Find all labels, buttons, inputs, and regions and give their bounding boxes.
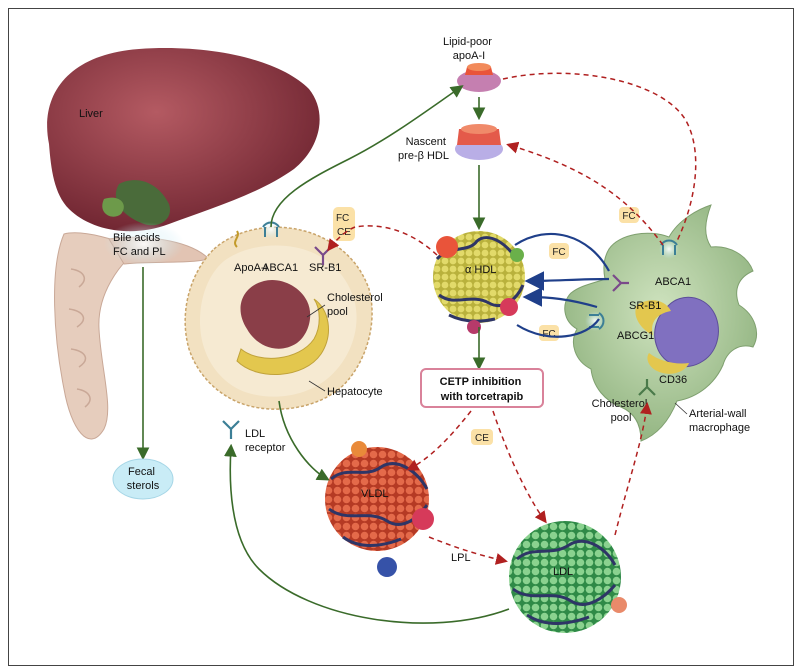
arrow-hepatocyte-to-vldl: [278, 400, 330, 481]
apoa1-squiggle-icon: [234, 230, 239, 248]
arrow-ldl-to-receptor: [224, 443, 510, 624]
label-abca1-mac: ABCA1: [655, 276, 691, 288]
label-vldl: VLDL: [361, 488, 389, 500]
label-fc-top: FC: [622, 211, 635, 222]
gallbladder: [115, 180, 170, 226]
label-macrophage: Arterial-wall macrophage: [689, 408, 750, 434]
hepatocyte: [184, 226, 373, 410]
label-srb1-hep: SR-B1: [309, 262, 341, 274]
label-fecal: Fecal sterols: [127, 466, 160, 492]
cholesterol-transport-diagram: Bile acids FC and PL Liver Fecal sterols…: [47, 36, 757, 633]
arrow-cetp-to-ldl: [492, 410, 547, 524]
label-liver: Liver: [79, 108, 103, 120]
fc-tag-top: [619, 207, 639, 223]
arrow-abca1-to-apoa1: [270, 85, 464, 228]
label-lpl: LPL: [451, 552, 471, 564]
label-srb1-mac: SR-B1: [629, 300, 661, 312]
fc-tag-mid1: [549, 243, 569, 259]
fecal-sterols-bubble: [112, 458, 174, 500]
alpha-hdl-particle: [433, 231, 525, 334]
nascent-pre-beta-hdl: [455, 124, 503, 160]
vldl-particle: [325, 441, 434, 577]
diagram-frame: Bile acids FC and PL Liver Fecal sterols…: [8, 8, 794, 666]
label-hepatocyte: Hepatocyte: [327, 386, 383, 398]
lipid-poor-apoa1-particle: [457, 63, 501, 92]
label-ce: CE: [475, 433, 489, 444]
label-fc-mid2: FC: [542, 329, 555, 340]
hepatocyte-cholesterol-pool: [236, 298, 329, 376]
arterial-wall-macrophage: [564, 204, 757, 442]
arrow-apoa1-to-macrophage: [502, 72, 697, 242]
srb1-mac-receptor-icon: [612, 274, 629, 292]
label-fc-ce: FC CE: [336, 213, 352, 238]
ldl-receptor-icon: [222, 420, 240, 439]
ldl-particle: [509, 521, 627, 633]
arrow-ldl-to-cd36: [614, 402, 652, 536]
label-abca1-hep: ABCA1: [262, 262, 298, 274]
label-cd36: CD36: [659, 374, 687, 386]
label-nascent: Nascent pre-β HDL: [398, 136, 449, 162]
label-cetp: CETP inhibition with torcetrapib: [440, 376, 525, 403]
label-alpha-hdl: α HDL: [465, 264, 496, 276]
label-ldl-receptor: LDL receptor: [245, 428, 286, 454]
label-fc-mid1: FC: [552, 247, 565, 258]
label-apoa1: ApoA-I: [234, 262, 268, 274]
label-chol-pool-mac: Cholesterol pool: [592, 398, 651, 424]
bile-glow: [104, 222, 184, 266]
cd36-receptor-icon: [638, 379, 656, 396]
hepatocyte-nucleus: [240, 279, 311, 349]
arrow-cetp-to-vldl: [406, 410, 472, 471]
label-lipid-poor: Lipid-poor apoA-I: [443, 36, 495, 62]
label-ldl: LDL: [553, 566, 573, 578]
arrow-hdl-to-srb1: [354, 225, 438, 256]
arrow-macrophage-to-prebeta: [506, 141, 664, 246]
fc-ce-tag: [333, 207, 355, 241]
liver: [47, 48, 320, 232]
arrow-hdl-to-srb1-mac: [514, 232, 610, 272]
label-bile: Bile acids FC and PL: [113, 232, 166, 258]
cetp-box: [420, 368, 544, 408]
label-chol-pool-hep: Cholesterol pool: [327, 292, 386, 318]
ce-tag: [471, 429, 493, 445]
label-abcg1: ABCG1: [617, 330, 654, 342]
arrow-hdl-to-abcg1: [516, 318, 600, 338]
arrow-vldl-to-ldl: [428, 536, 508, 565]
